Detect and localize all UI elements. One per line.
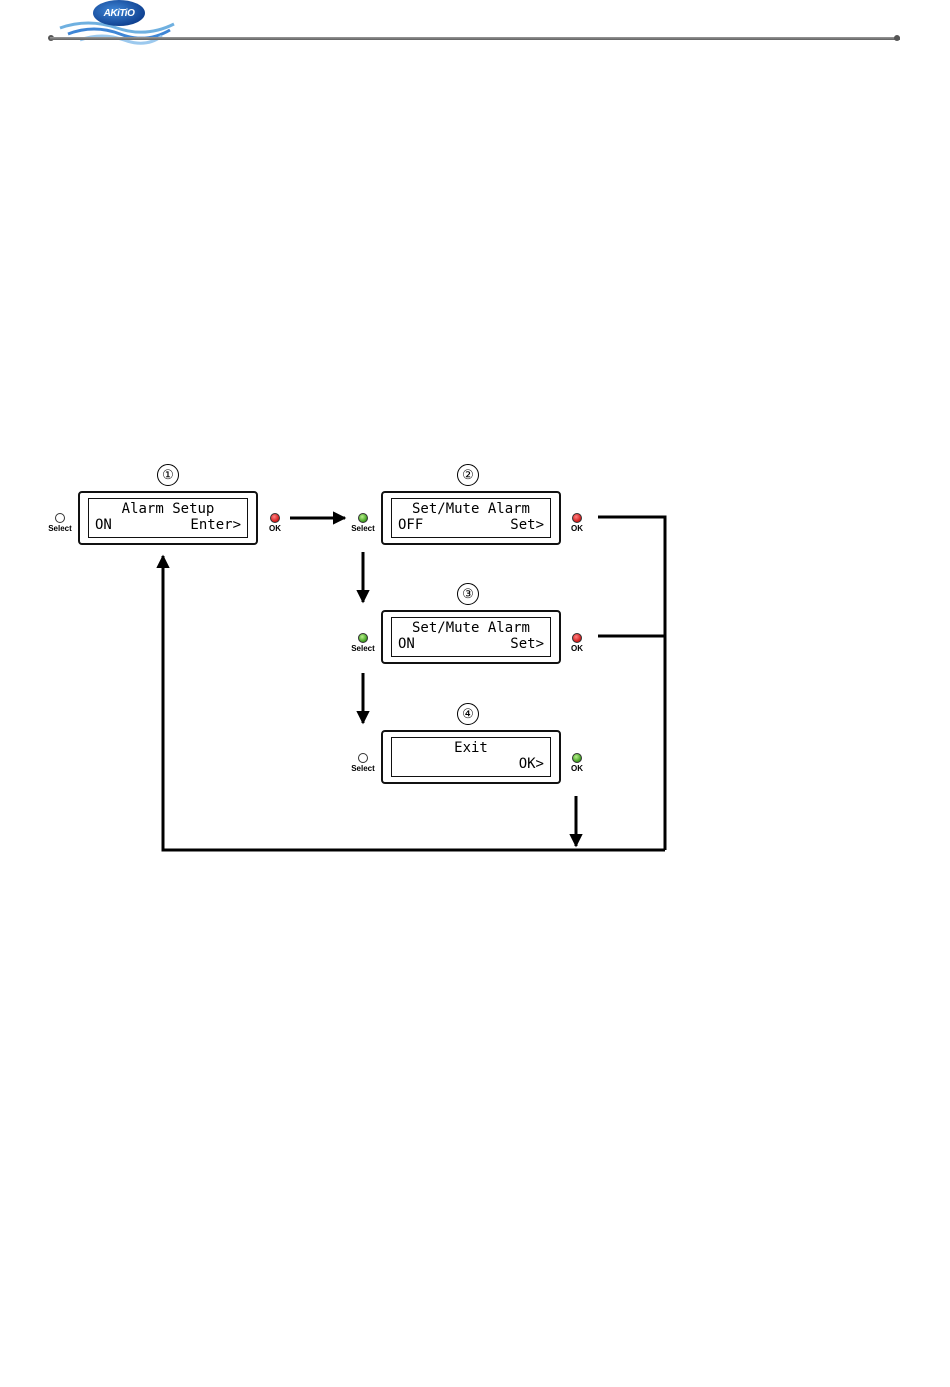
ok-label: OK (562, 764, 592, 774)
lcd-action: Set> (510, 518, 544, 533)
lcd-screen-2: Set/Mute Alarm OFF Set> (381, 491, 561, 545)
ok-label: OK (260, 524, 290, 534)
step-number-3: ③ (457, 583, 479, 605)
ok-led-icon (572, 633, 582, 643)
return-arrow-to-step1 (163, 556, 665, 850)
select-label: Select (348, 524, 378, 534)
select-label: Select (348, 764, 378, 774)
ok-button-4: OK (562, 753, 592, 779)
select-label: Select (45, 524, 75, 534)
select-led-icon (358, 513, 368, 523)
ok-button-3: OK (562, 633, 592, 659)
ok-button-2: OK (562, 513, 592, 539)
lcd-screen-4: Exit OK> (381, 730, 561, 784)
return-line-right (598, 517, 665, 850)
ok-led-icon (572, 753, 582, 763)
lcd-value: ON (398, 637, 415, 652)
lcd-line-1: Alarm Setup (89, 502, 247, 517)
step-number-1: ① (157, 464, 179, 486)
ok-label: OK (562, 644, 592, 654)
lcd-value: OFF (398, 518, 423, 533)
lcd-line-1: Set/Mute Alarm (392, 621, 550, 636)
lcd-line-1: Set/Mute Alarm (392, 502, 550, 517)
select-led-icon (358, 753, 368, 763)
ok-led-icon (572, 513, 582, 523)
ok-button-1: OK (260, 513, 290, 539)
lcd-action: OK> (519, 757, 544, 772)
step-number-4: ④ (457, 703, 479, 725)
lcd-value: ON (95, 518, 112, 533)
select-led-icon (358, 633, 368, 643)
select-button-3: Select (348, 633, 378, 659)
select-button-2: Select (348, 513, 378, 539)
lcd-screen-3: Set/Mute Alarm ON Set> (381, 610, 561, 664)
lcd-action: Set> (510, 637, 544, 652)
select-label: Select (348, 644, 378, 654)
lcd-screen-1: Alarm Setup ON Enter> (78, 491, 258, 545)
select-led-icon (55, 513, 65, 523)
lcd-action: Enter> (190, 518, 241, 533)
ok-led-icon (270, 513, 280, 523)
select-button-1: Select (45, 513, 75, 539)
ok-label: OK (562, 524, 592, 534)
select-button-4: Select (348, 753, 378, 779)
lcd-line-1: Exit (392, 741, 550, 756)
step-number-2: ② (457, 464, 479, 486)
